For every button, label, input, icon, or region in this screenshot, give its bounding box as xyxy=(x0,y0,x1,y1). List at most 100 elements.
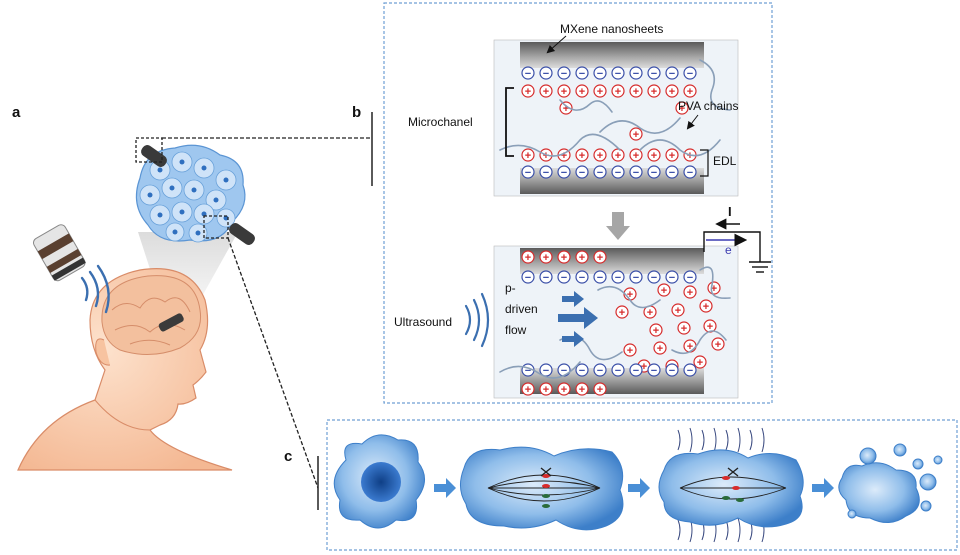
negative-charge: − xyxy=(597,167,603,179)
positive-charge-circle xyxy=(629,148,643,162)
negative-charge: − xyxy=(597,365,603,377)
positive-charge: + xyxy=(525,86,531,98)
cell-interphase xyxy=(333,434,425,529)
positive-charge-circle xyxy=(711,337,725,351)
negative-charge: − xyxy=(633,167,639,179)
label-flow-1: p- xyxy=(505,281,516,295)
ultrasound-probe xyxy=(33,224,86,282)
negative-charge: − xyxy=(543,365,549,377)
positive-charge: + xyxy=(633,129,639,141)
negative-charge-circle xyxy=(665,66,679,80)
negative-charge-circle xyxy=(611,270,625,284)
panel-c-letter: c xyxy=(284,448,293,465)
positive-charge-circle xyxy=(683,285,697,299)
positive-charge-circle xyxy=(647,148,661,162)
channel-top: −−−−−−−−−−+++++++++++++++++++++++−−−−−−−… xyxy=(493,39,739,197)
negative-charge-circle xyxy=(647,165,661,179)
positive-charge-circle xyxy=(575,84,589,98)
negative-charge: − xyxy=(525,272,531,284)
ultrasound-waves-b xyxy=(464,292,490,348)
positive-charge-circle xyxy=(557,250,571,264)
connector-to-c xyxy=(227,237,319,489)
positive-charge: + xyxy=(619,307,625,319)
positive-charge-circle xyxy=(559,101,573,115)
pressure-flow-arrows xyxy=(558,291,598,347)
negative-charge: − xyxy=(579,365,585,377)
negative-charge: − xyxy=(579,68,585,80)
mxene-sheet-top xyxy=(520,42,704,68)
human-head-figure xyxy=(17,268,233,471)
positive-charge: + xyxy=(681,323,687,335)
cell-scaffold xyxy=(135,144,255,245)
positive-charge-circle xyxy=(665,148,679,162)
positive-charge: + xyxy=(563,103,569,115)
negative-charge: − xyxy=(633,272,639,284)
positive-charge: + xyxy=(579,384,585,396)
step-arrow-1 xyxy=(434,478,456,498)
panel-a-letter: a xyxy=(12,104,21,121)
positive-charge: + xyxy=(711,283,717,295)
positive-charge-circle xyxy=(593,148,607,162)
positive-charge: + xyxy=(687,150,693,162)
negative-charge-circle xyxy=(683,270,697,284)
negative-charge-circle xyxy=(647,270,661,284)
negative-charge: − xyxy=(669,167,675,179)
negative-charge: − xyxy=(525,365,531,377)
positive-charge: + xyxy=(597,252,603,264)
positive-charge: + xyxy=(653,325,659,337)
positive-charge: + xyxy=(651,150,657,162)
label-edl: EDL xyxy=(713,154,737,168)
positive-charge: + xyxy=(627,289,633,301)
positive-charge: + xyxy=(669,150,675,162)
negative-charge-circle xyxy=(611,165,625,179)
positive-charge: + xyxy=(669,86,675,98)
negative-charge: − xyxy=(669,272,675,284)
negative-charge: − xyxy=(561,272,567,284)
negative-charge-circle xyxy=(629,363,643,377)
positive-charge-circle xyxy=(653,341,667,355)
positive-charge: + xyxy=(561,86,567,98)
negative-charge: − xyxy=(669,365,675,377)
panel-b: −−−−−−−−−−+++++++++++++++++++++++−−−−−−−… xyxy=(371,2,773,404)
negative-charge-circle xyxy=(521,165,535,179)
negative-charge: − xyxy=(669,68,675,80)
negative-charge: − xyxy=(687,272,693,284)
negative-charge: − xyxy=(543,272,549,284)
positive-charge-circle xyxy=(593,382,607,396)
positive-charge: + xyxy=(679,103,685,115)
panel-b-frame xyxy=(383,2,773,404)
negative-charge-circle xyxy=(575,66,589,80)
positive-charge: + xyxy=(707,321,713,333)
negative-charge: − xyxy=(651,167,657,179)
positive-charge: + xyxy=(633,86,639,98)
positive-charge-circle xyxy=(683,84,697,98)
positive-charge-circle xyxy=(521,84,535,98)
panel-c xyxy=(317,419,958,551)
positive-charge: + xyxy=(697,357,703,369)
negative-charge: − xyxy=(561,167,567,179)
positive-charge-circle xyxy=(575,148,589,162)
step-arrow-3 xyxy=(812,478,834,498)
negative-charge-circle xyxy=(557,66,571,80)
positive-charge-circle xyxy=(629,84,643,98)
electrode-right xyxy=(229,223,255,245)
positive-charge: + xyxy=(525,384,531,396)
negative-charge-circle xyxy=(665,165,679,179)
panel-b-letter: b xyxy=(352,104,362,121)
positive-charge-circle xyxy=(521,382,535,396)
positive-charge-circle xyxy=(629,127,643,141)
negative-charge-circle xyxy=(611,363,625,377)
negative-charge-circle xyxy=(629,270,643,284)
negative-charge: − xyxy=(525,68,531,80)
negative-charge: − xyxy=(543,68,549,80)
negative-charge: − xyxy=(597,68,603,80)
step-arrow-2 xyxy=(628,478,650,498)
negative-charge-circle xyxy=(629,165,643,179)
negative-charge: − xyxy=(687,167,693,179)
negative-charge: − xyxy=(561,365,567,377)
negative-charge-circle xyxy=(557,270,571,284)
process-arrow-down xyxy=(606,212,630,240)
negative-charge-circle xyxy=(683,165,697,179)
implant-device xyxy=(158,313,184,332)
